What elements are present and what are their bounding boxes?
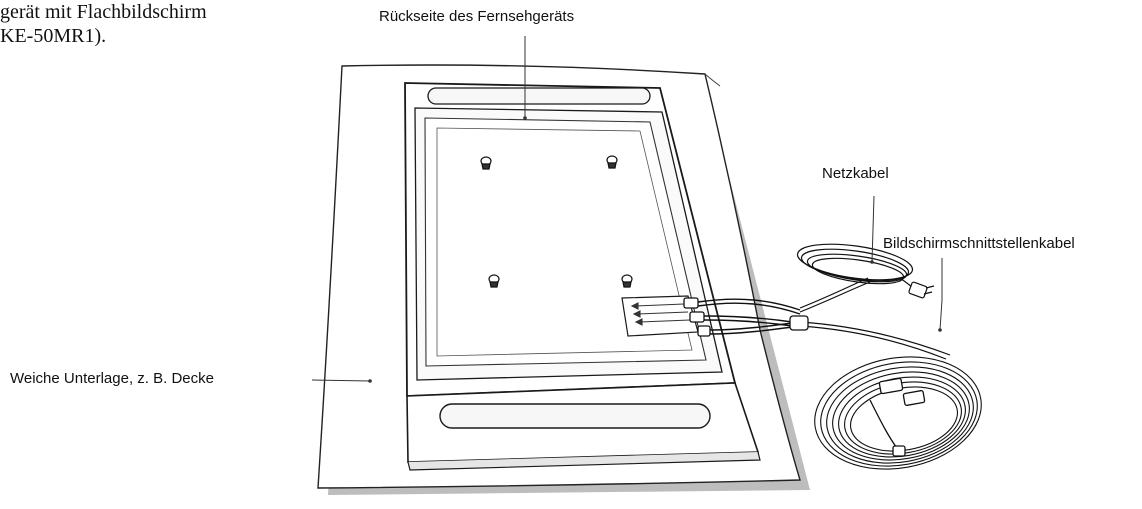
label-back-of-tv: Rückseite des Fernsehgeräts (379, 8, 575, 25)
leader-power (871, 195, 875, 263)
connector-arrows (630, 302, 691, 326)
ferrite-core (789, 315, 809, 331)
top-handle-slot (427, 87, 651, 105)
heading-line-1: gerät mit Flachbildschirm (0, 1, 207, 23)
document-heading-fragment: gerät mit Flachbildschirm KE-50MR1). (0, 0, 207, 48)
power-plug (908, 281, 935, 299)
blanket-fold (704, 73, 721, 87)
stand-edge (407, 451, 761, 471)
stand-handle-slot (439, 403, 711, 429)
interface-cable (799, 321, 951, 360)
power-cable-coil (796, 243, 921, 313)
label-power-cable: Netzkabel (822, 165, 889, 182)
cable-plugs (683, 297, 711, 337)
cable-bundle (697, 298, 801, 335)
mounting-screw (480, 155, 633, 288)
interface-connectors (869, 377, 926, 457)
interface-cable-coil (814, 356, 982, 470)
leader-soft-surface (311, 379, 371, 382)
label-interface-cable: Bildschirmschnittstellenkabel (883, 235, 1075, 252)
leader-interface (939, 258, 943, 331)
label-soft-surface: Weiche Unterlage, z. B. Decke (10, 370, 214, 387)
heading-line-2: KE-50MR1). (0, 25, 107, 47)
